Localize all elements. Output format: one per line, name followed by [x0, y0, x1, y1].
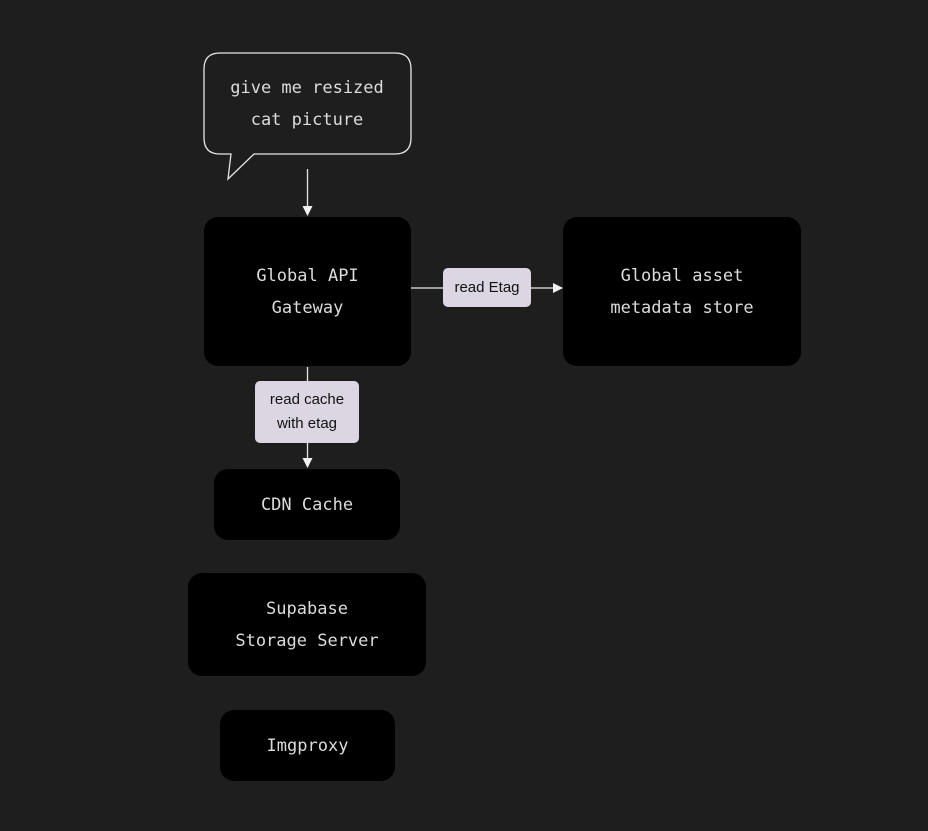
speech-bubble-text: give me resized cat picture — [230, 78, 384, 130]
node-api-gateway: Global API Gateway — [204, 217, 411, 366]
node-storage-server: Supabase Storage Server — [188, 573, 426, 676]
node-cdn-cache: CDN Cache — [214, 469, 400, 540]
node-metadata-store: Global asset metadata store — [563, 217, 801, 366]
edge-label-read-etag: read Etag — [443, 268, 531, 307]
edge-label-read-cache: read cache with etag — [255, 381, 359, 443]
node-imgproxy: Imgproxy — [220, 710, 395, 781]
